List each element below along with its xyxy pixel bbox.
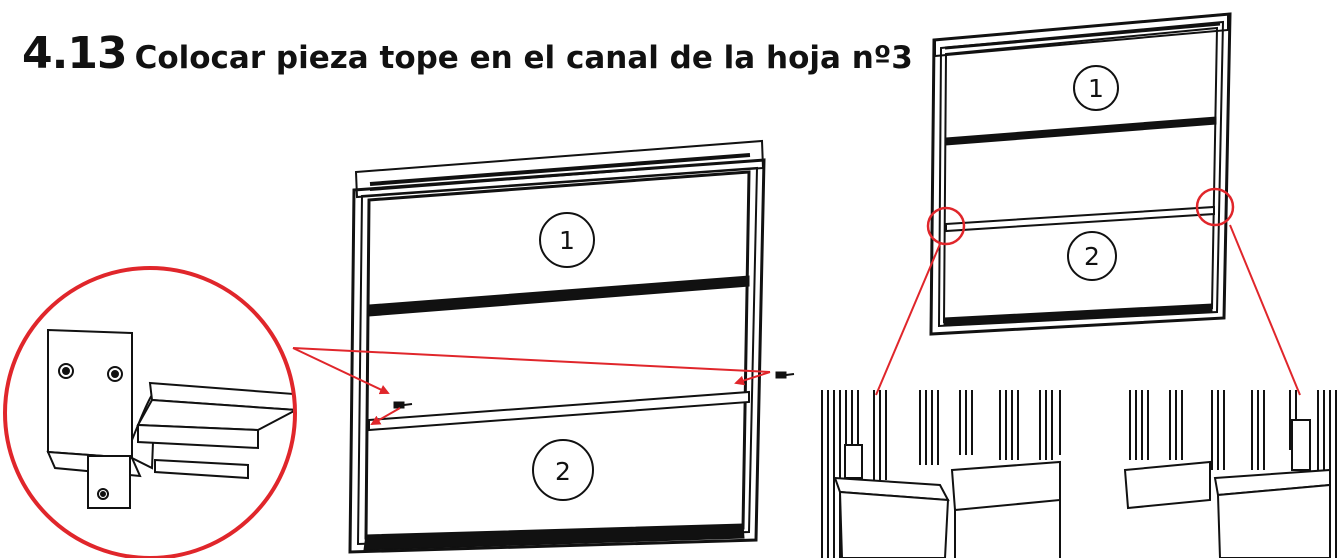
step-number: 4.13 (22, 28, 128, 79)
main-window-frame (348, 139, 795, 554)
panel-2-marker (532, 439, 594, 501)
small-window-frame (929, 12, 1232, 336)
channel-rail (368, 275, 750, 317)
step-title: Colocar pieza tope en el canal de la hoj… (134, 40, 913, 76)
panel-2-label: 2 (555, 457, 571, 486)
detail-marker-left (926, 206, 966, 246)
small-panel-1-label: 1 (1088, 74, 1104, 103)
closeup-left (816, 390, 1090, 558)
detail-marker-right (1195, 187, 1235, 227)
closeup-right (1122, 390, 1338, 558)
callout-lines (292, 187, 1301, 425)
sheet-edge (368, 390, 750, 432)
stop-piece-left (393, 401, 413, 409)
stop-piece-detail (3, 266, 297, 558)
small-panel-2-marker (1067, 231, 1117, 281)
small-panel-2-label: 2 (1084, 242, 1100, 271)
stop-piece-right (775, 371, 795, 379)
panel-1-label: 1 (559, 226, 575, 255)
small-panel-1-marker (1073, 65, 1119, 111)
panel-1-marker (539, 212, 595, 268)
